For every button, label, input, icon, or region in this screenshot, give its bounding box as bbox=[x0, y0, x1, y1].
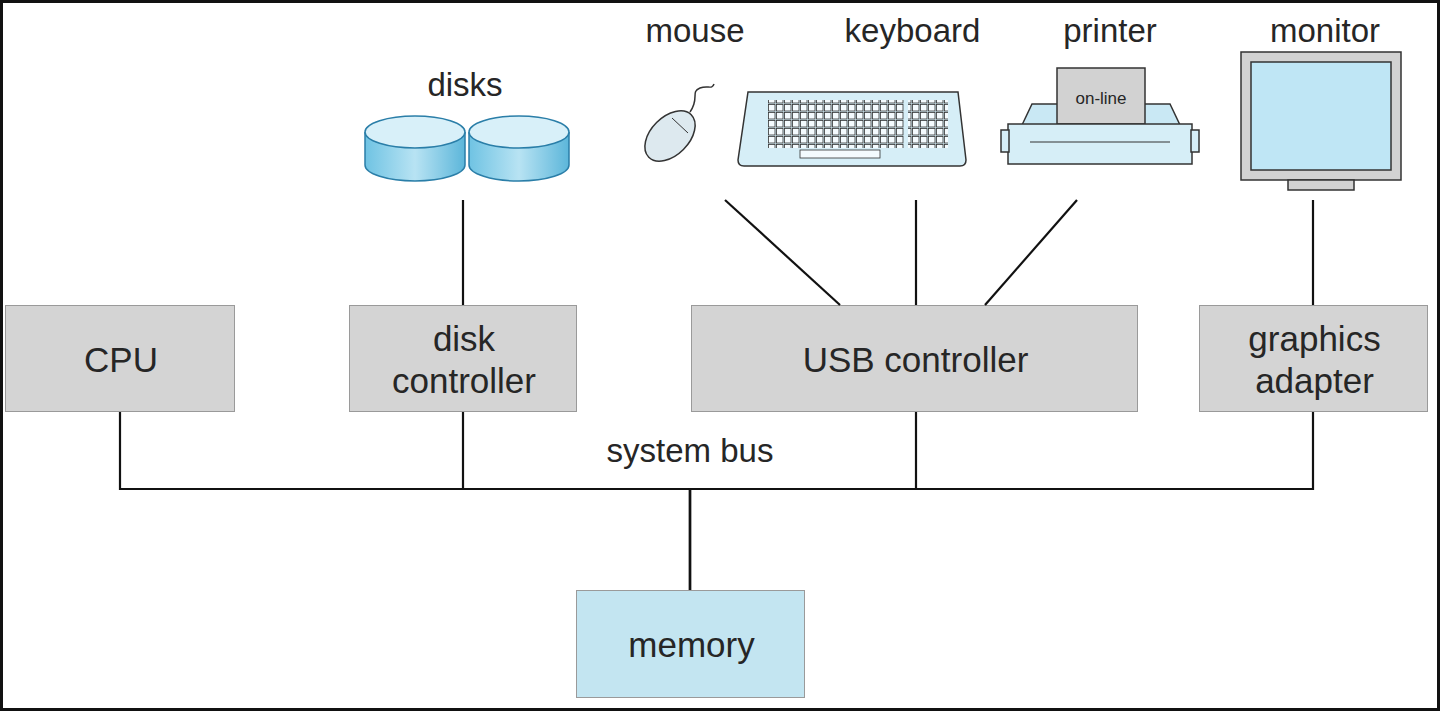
node-label: printer bbox=[1045, 8, 1175, 54]
node-label: USB controller bbox=[692, 306, 1139, 413]
bus-line bbox=[120, 412, 690, 590]
cable-line bbox=[725, 200, 840, 305]
node-label: disks bbox=[380, 62, 550, 108]
node-label: monitor bbox=[1245, 8, 1405, 54]
node-label: memory bbox=[577, 591, 806, 699]
bus-label: system bus bbox=[540, 428, 840, 474]
node-label: disk controller bbox=[380, 306, 548, 413]
controller-box: USB controller bbox=[691, 305, 1138, 412]
printer-symbol bbox=[1001, 68, 1199, 164]
cable-line bbox=[1312, 200, 1314, 305]
node-label: CPU bbox=[6, 306, 236, 413]
memory-box: memory bbox=[576, 590, 805, 698]
disk-symbol bbox=[365, 116, 569, 181]
controller-box: graphics adapter bbox=[1199, 305, 1428, 412]
keyboard-symbol bbox=[738, 92, 966, 166]
bus-line bbox=[690, 412, 916, 590]
cable-line bbox=[915, 200, 917, 305]
bus-line bbox=[463, 412, 690, 590]
mouse-symbol bbox=[635, 84, 714, 171]
node-label: keyboard bbox=[830, 8, 995, 54]
controller-box: disk controller bbox=[349, 305, 577, 412]
node-label: graphics adapter bbox=[1215, 306, 1414, 413]
node-label: mouse bbox=[620, 8, 770, 54]
device-node: mouse bbox=[620, 8, 770, 200]
device-node: keyboard bbox=[735, 8, 990, 200]
device-node: disks bbox=[355, 62, 575, 200]
cable-line bbox=[462, 200, 464, 305]
device-node: monitor bbox=[1235, 8, 1415, 200]
process-box: CPU bbox=[5, 305, 235, 412]
status-text: on-line bbox=[1057, 84, 1145, 114]
bus-line bbox=[690, 412, 1313, 590]
monitor-symbol bbox=[1241, 52, 1401, 190]
cable-line bbox=[985, 200, 1077, 305]
device-node: printer on-line bbox=[995, 8, 1205, 200]
